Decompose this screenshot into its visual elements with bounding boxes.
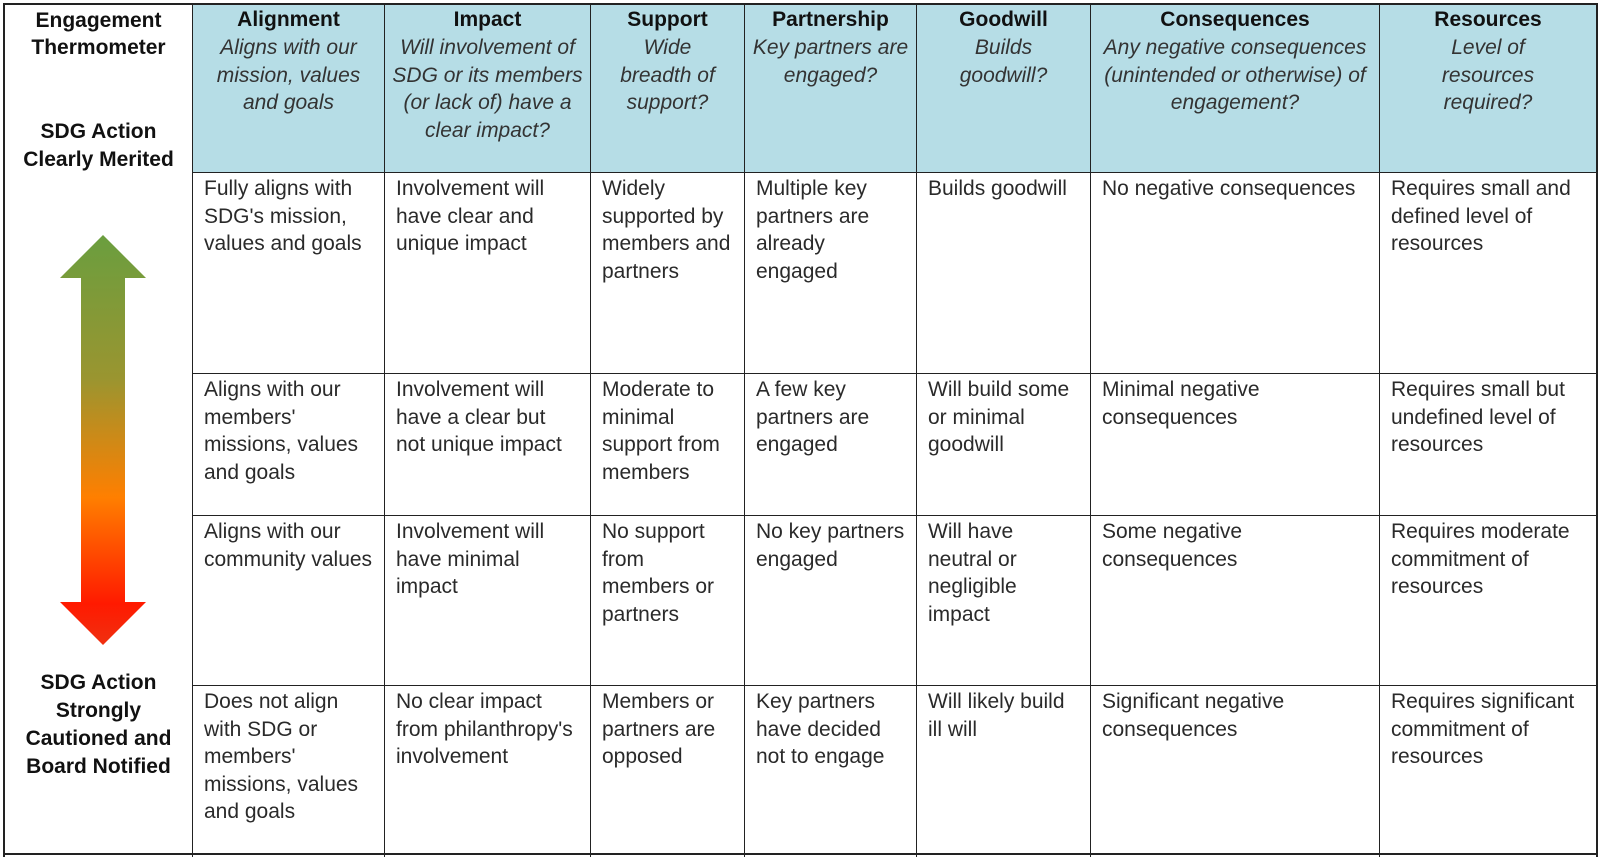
table-cell: A few key partners are engaged xyxy=(745,374,917,516)
table-cell: Multiple key partners are already engage… xyxy=(745,173,917,374)
table-cell: Requires small but undefined level of re… xyxy=(1380,374,1598,516)
header-alignment: Alignment Aligns with our mission, value… xyxy=(193,5,385,173)
header-impact: Impact Will involvement of SDG or its me… xyxy=(385,5,591,173)
column-question: Aligns with our mission, values and goal… xyxy=(216,36,361,115)
table-cell: No clear impact from philanthropy's invo… xyxy=(385,686,591,857)
header-consequences: Consequences Any negative consequences (… xyxy=(1091,5,1380,173)
table-cell: Significant negative consequences xyxy=(1091,686,1380,857)
bottom-label: SDG Action Strongly Cautioned and Board … xyxy=(25,671,172,778)
engagement-thermometer-table: Engagement Thermometer SDG Action Clearl… xyxy=(3,3,1598,857)
column-question: Will involvement of SDG or its members (… xyxy=(392,36,583,142)
table-cell: Will likely build ill will xyxy=(917,686,1091,857)
top-label: SDG Action Clearly Merited xyxy=(23,120,174,171)
column-question: Any negative consequences (unintended or… xyxy=(1103,36,1367,115)
table-cell: Requires moderate commitment of resource… xyxy=(1380,516,1598,686)
column-title: Resources xyxy=(1434,8,1542,31)
table-cell: No key partners engaged xyxy=(745,516,917,686)
table-cell: No support from members or partners xyxy=(591,516,745,686)
table-cell: No negative consequences xyxy=(1091,173,1380,374)
column-title: Partnership xyxy=(772,8,889,31)
table-cell: Will build some or minimal goodwill xyxy=(917,374,1091,516)
column-question: Key partners are engaged? xyxy=(752,36,909,87)
table-cell: Members or partners are opposed xyxy=(591,686,745,857)
header-support: Support Wide breadth of support? xyxy=(591,5,745,173)
column-title: Alignment xyxy=(237,8,340,31)
table-cell: Some negative consequences xyxy=(1091,516,1380,686)
header-resources: Resources Level of resources required? xyxy=(1380,5,1598,173)
thermometer-column: Engagement Thermometer SDG Action Clearl… xyxy=(3,5,193,857)
table-cell: Fully aligns with SDG's mission, values … xyxy=(193,173,385,374)
column-title: Support xyxy=(627,8,708,31)
table-cell: Widely supported by members and partners xyxy=(591,173,745,374)
table-cell: Will have neutral or negligible impact xyxy=(917,516,1091,686)
header-goodwill: Goodwill Builds goodwill? xyxy=(917,5,1091,173)
table-cell: Requires significant commitment of resou… xyxy=(1380,686,1598,857)
table-cell: Minimal negative consequences xyxy=(1091,374,1380,516)
column-title: Impact xyxy=(453,8,522,31)
double-arrow-icon xyxy=(60,235,146,645)
table-cell: Involvement will have clear and unique i… xyxy=(385,173,591,374)
table-cell: Moderate to minimal support from members xyxy=(591,374,745,516)
column-question: Level of resources required? xyxy=(1441,36,1535,115)
table-cell: Involvement will have minimal impact xyxy=(385,516,591,686)
thermometer-title: Engagement Thermometer xyxy=(31,9,166,59)
table-cell: Aligns with our members' missions, value… xyxy=(193,374,385,516)
column-question: Wide breadth of support? xyxy=(620,36,715,115)
table-cell: Involvement will have a clear but not un… xyxy=(385,374,591,516)
column-title: Goodwill xyxy=(959,8,1048,31)
table-cell: Aligns with our community values xyxy=(193,516,385,686)
table-cell: Key partners have decided not to engage xyxy=(745,686,917,857)
table-cell: Does not align with SDG or members' miss… xyxy=(193,686,385,857)
header-partnership: Partnership Key partners are engaged? xyxy=(745,5,917,173)
table-cell: Requires small and defined level of reso… xyxy=(1380,173,1598,374)
table-cell: Builds goodwill xyxy=(917,173,1091,374)
column-question: Builds goodwill? xyxy=(959,36,1048,87)
column-title: Consequences xyxy=(1160,8,1310,31)
